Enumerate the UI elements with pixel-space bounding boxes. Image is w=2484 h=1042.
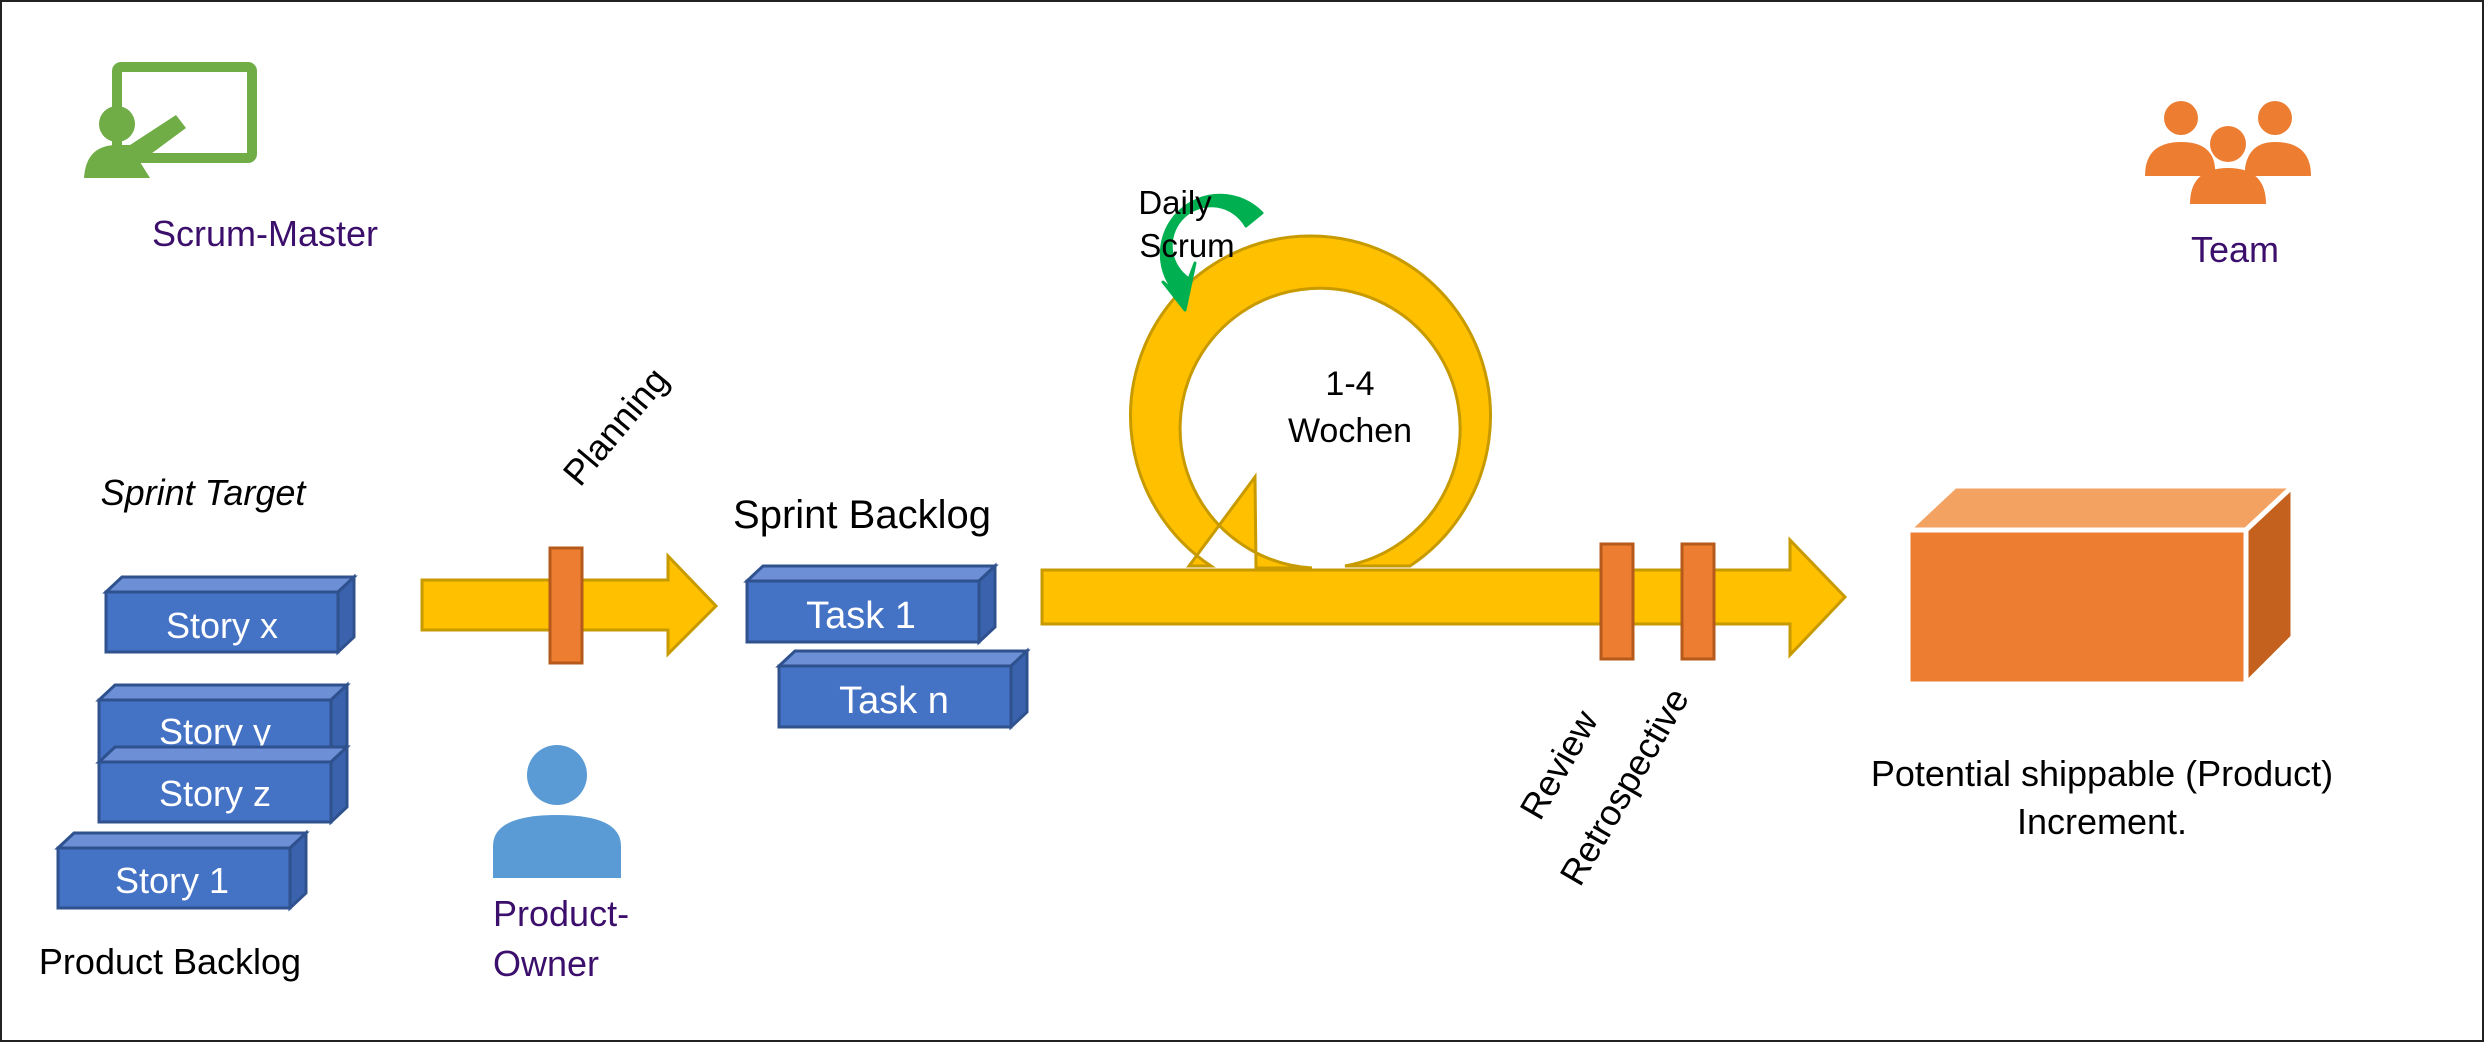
sprint-target-label: Sprint Target	[101, 472, 308, 513]
planning-label: Planning	[555, 359, 676, 493]
sprint-arrow	[1040, 536, 1848, 659]
team-label: Team	[2191, 229, 2279, 270]
daily-scrum-line1: Daily	[1138, 184, 1212, 221]
product-owner-label-line2: Owner	[493, 943, 599, 984]
task-box: Task n	[775, 647, 1031, 731]
sprint-length-line1: 1-4	[1325, 365, 1374, 403]
sprint-cycle-arrow	[1129, 234, 1492, 570]
daily-scrum-line2: Scrum	[1139, 227, 1234, 264]
task-label: Task n	[839, 680, 949, 722]
presenter-icon	[84, 62, 257, 178]
story-label: Story x	[166, 605, 278, 646]
review-gate	[1599, 542, 1635, 661]
story-label: Story 1	[115, 860, 229, 901]
increment-box	[1901, 480, 2300, 691]
story-box: Story z	[95, 743, 351, 826]
product-owner-label-line1: Product-	[493, 893, 629, 934]
product-backlog-label: Product Backlog	[39, 941, 301, 982]
scrum-master-label: Scrum-Master	[152, 213, 378, 254]
person-icon	[493, 745, 621, 878]
story-box: Story x	[102, 573, 358, 656]
sprint-backlog-label: Sprint Backlog	[733, 493, 991, 537]
daily-scrum-arrow	[1159, 193, 1264, 312]
task-box: Task 1	[743, 562, 999, 646]
planning-gate	[548, 546, 584, 665]
task-label: Task 1	[806, 595, 916, 637]
sprint-length-line2: Wochen	[1288, 412, 1412, 450]
team-icon	[2145, 101, 2311, 204]
retrospective-gate	[1680, 542, 1716, 661]
story-label: Story y	[159, 711, 271, 752]
story-label: Story z	[159, 773, 271, 814]
story-box: Story 1	[54, 829, 310, 912]
increment-label-line1: Potential shippable (Product)	[1871, 753, 2333, 794]
increment-label-line2: Increment.	[2017, 801, 2187, 842]
